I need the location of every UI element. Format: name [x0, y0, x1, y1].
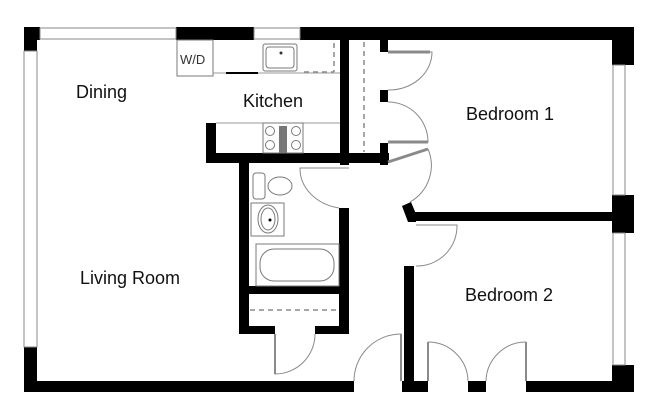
- windows: [23, 27, 626, 366]
- room-label-kitchen: Kitchen: [243, 91, 304, 111]
- bathroom-fixtures: [250, 172, 340, 287]
- washer-dryer: [176, 39, 214, 77]
- washer-dryer-label: W/D: [180, 52, 206, 67]
- interior-walls: [206, 40, 614, 392]
- closet-rods: [250, 42, 365, 311]
- toilet-bowl: [267, 176, 293, 196]
- room-label-bedroom-1: Bedroom 1: [466, 104, 555, 124]
- doors: [274, 50, 527, 382]
- toilet-tank: [252, 172, 266, 200]
- window-living: [23, 50, 38, 348]
- window-bedroom1: [612, 64, 626, 196]
- room-label-living-room: Living Room: [80, 268, 181, 288]
- window-dining: [39, 27, 177, 40]
- room-label-dining: Dining: [76, 82, 128, 102]
- kitchen-fixtures: [176, 39, 340, 154]
- window-bedroom2: [612, 232, 626, 366]
- window-kitchen: [253, 27, 301, 40]
- exterior-walls: [24, 27, 634, 392]
- room-label-bedroom-2: Bedroom 2: [465, 285, 554, 305]
